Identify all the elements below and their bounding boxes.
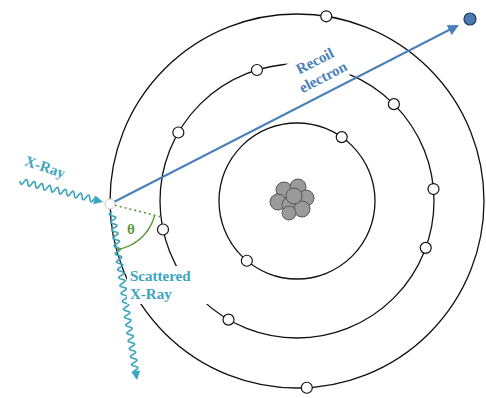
electron [301, 382, 312, 393]
electron [173, 127, 184, 138]
electron [336, 132, 347, 143]
electron [420, 242, 431, 253]
rays [20, 13, 476, 380]
angle-label: θ [124, 219, 138, 239]
incoming-xray [20, 180, 96, 202]
electron [223, 314, 234, 325]
electron [251, 64, 262, 75]
incident-direction [110, 204, 160, 217]
arrowhead [93, 195, 103, 204]
nucleus [270, 179, 314, 220]
ray-label: Scattered X-Ray [127, 266, 211, 304]
recoil-electron [464, 13, 476, 25]
electron [157, 224, 168, 235]
arrowhead [447, 25, 459, 35]
electron [428, 184, 439, 195]
angle-arc [117, 215, 155, 249]
inner-shell [219, 123, 375, 279]
electrons [157, 11, 438, 393]
recoil-path [110, 29, 451, 204]
electron [321, 11, 332, 22]
struck-electron [105, 199, 115, 209]
electron [388, 99, 399, 110]
arrowhead [131, 370, 140, 380]
particle-label: Recoil electron [273, 33, 365, 105]
electron [241, 255, 252, 266]
outer-shell [110, 14, 484, 388]
